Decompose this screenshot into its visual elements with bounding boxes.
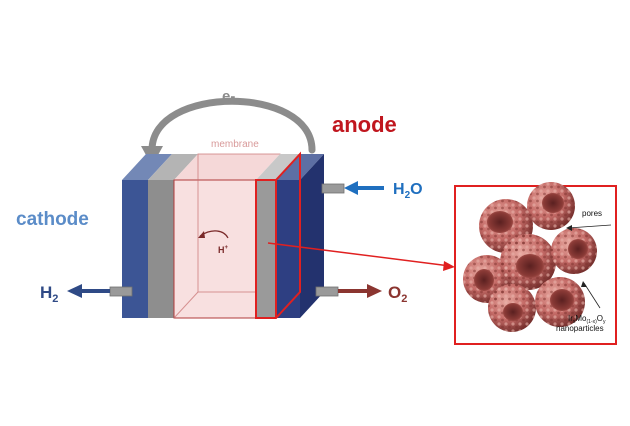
proton-label: H+ — [218, 245, 229, 255]
water-arrow-icon — [344, 181, 358, 195]
oxygen-label: O2 — [388, 283, 407, 305]
zoom-connector-line — [267, 242, 451, 267]
cathode-label: cathode — [16, 209, 89, 230]
oxygen-arrow-icon — [367, 284, 382, 298]
cathode-gdl-top — [148, 154, 198, 180]
membrane-label: membrane — [211, 139, 259, 150]
pores-label: pores — [582, 209, 602, 218]
nanoparticles-pointer-line — [583, 282, 601, 309]
anode-catalyst-top — [256, 154, 300, 180]
electron-label: e- — [222, 88, 235, 105]
water-label: H2O — [393, 181, 423, 201]
hydrogen-arrow-icon — [67, 284, 82, 298]
cathode-plate-top — [122, 154, 172, 180]
hydrogen-label: H2 — [40, 283, 58, 305]
nanoparticle-cluster-image — [463, 182, 597, 332]
oxygen-outlet-nozzle — [315, 286, 339, 297]
anode-label: anode — [332, 112, 397, 137]
membrane-top — [174, 154, 280, 180]
membrane-front — [173, 179, 257, 319]
cathode-gdl-front — [148, 180, 174, 318]
hydrogen-outlet-nozzle — [109, 286, 133, 297]
anode-catalyst-front — [256, 180, 276, 318]
nanoparticle-formula-label: IrxMo(1-x)Oy — [568, 314, 606, 325]
electron-flow-arrow — [148, 97, 316, 154]
electrolyzer-cell — [122, 151, 324, 319]
cathode-plate-front — [122, 180, 148, 318]
water-inlet-nozzle — [321, 183, 345, 194]
nanoparticles-label: nanoparticles — [556, 324, 604, 333]
anode-plate-side — [300, 154, 324, 318]
zoom-connector-arrowhead — [443, 261, 455, 271]
pores-pointer-line — [567, 224, 612, 229]
